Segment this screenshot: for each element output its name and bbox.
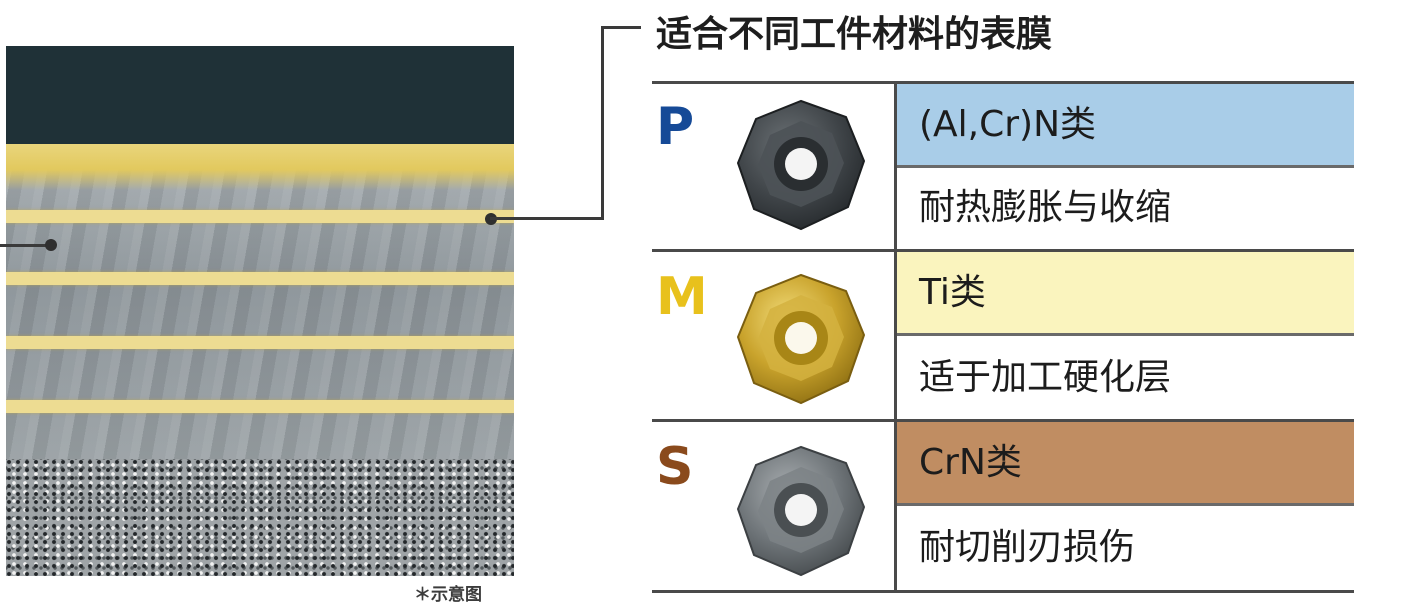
right-leader-top [601,26,641,29]
coating-layer-stack [6,150,514,460]
feature-cell-s: 耐切削刃损伤 [919,527,1136,568]
panel-title: 适合不同工件材料的表膜 [656,14,1053,55]
table-rule [652,419,1354,422]
coating-table: P (Al,Cr)N类 耐热膨胀与收缩 M [652,81,1354,593]
table-column-rule [894,81,897,593]
coating-band [6,336,514,349]
grade-letter-p: P [656,97,695,157]
left-leader-line [0,244,50,247]
grade-letter-m: M [656,267,708,327]
coating-band [6,210,514,223]
schematic-note: ＊示意图 [414,585,482,605]
cell-divider [897,333,1354,336]
table-rule [652,249,1354,252]
dark-gray-insert-icon [736,99,866,231]
table-rule [652,590,1354,593]
cell-divider [897,503,1354,506]
coating-cell-m: Ti类 [897,252,1354,333]
left-leader-dot [45,239,57,251]
cell-divider [897,165,1354,168]
coating-cell-p: (Al,Cr)N类 [897,84,1354,165]
feature-cell-p: 耐热膨胀与收缩 [919,187,1172,228]
coating-band [6,272,514,285]
gray-insert-icon [736,445,866,577]
right-leader-vertical [601,26,604,220]
right-leader-line [490,217,603,220]
carbide-substrate [6,459,514,576]
coating-cell-s: CrN类 [897,422,1354,503]
grade-letter-s: S [656,437,694,497]
coating-cross-section-image [6,46,514,576]
table-rule [652,81,1354,84]
feature-cell-m: 适于加工硬化层 [919,357,1172,398]
coating-band [6,400,514,413]
gold-insert-icon [736,273,866,405]
top-coating-band [6,144,514,190]
dark-top-layer [6,46,514,150]
